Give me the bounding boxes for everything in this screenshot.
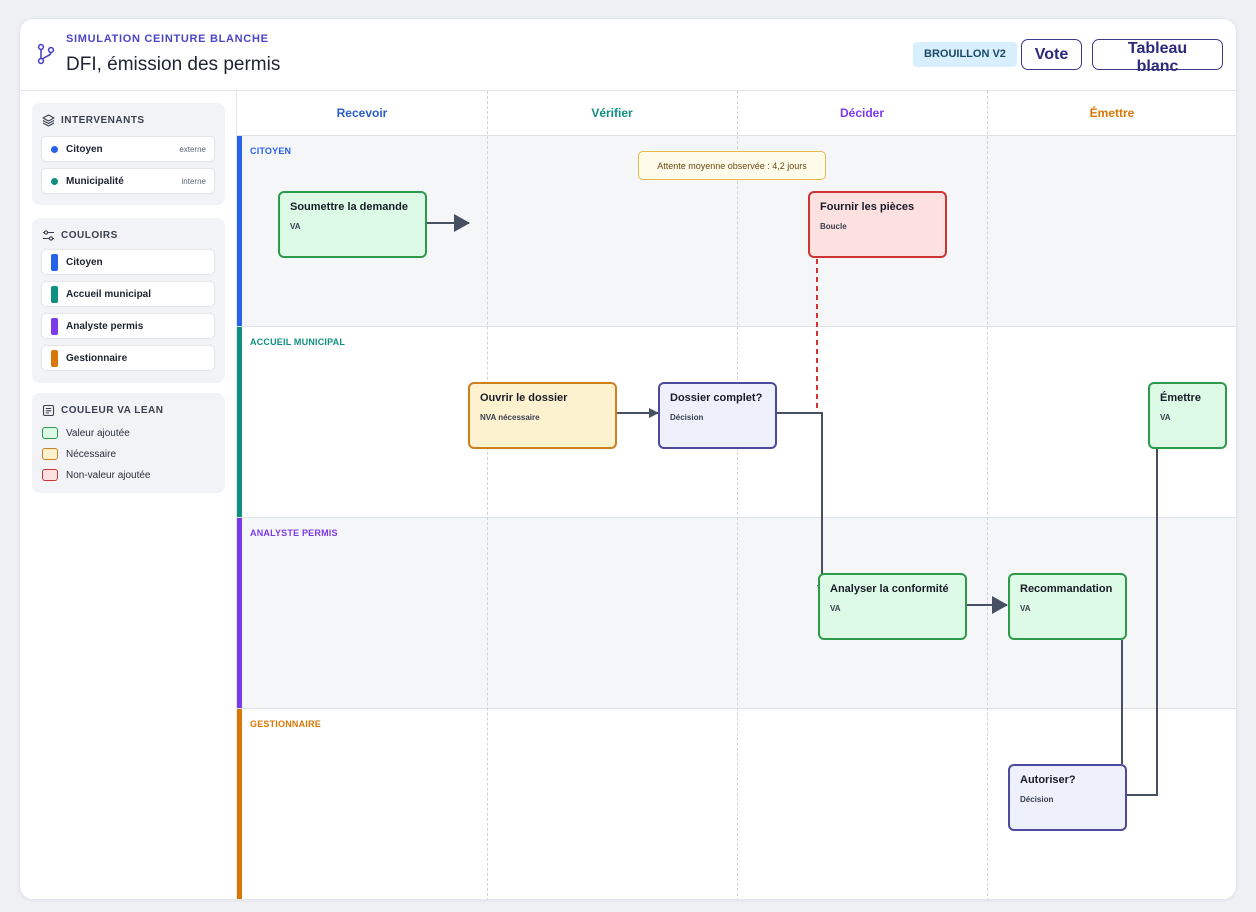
swimlane-canvas: Recevoir Vérifier Décider Émettre CITOYE… xyxy=(237,91,1236,899)
lane-label: ANALYSTE PERMIS xyxy=(250,528,338,538)
lane-swatch xyxy=(51,317,58,335)
column-header-emettre: Émettre xyxy=(1089,106,1135,120)
actor-item-citoyen[interactable]: Citoyen externe xyxy=(41,136,215,162)
actor-tag: externe xyxy=(179,144,206,154)
node-dossier-complet[interactable]: Dossier complet? Décision xyxy=(658,382,777,449)
node-analyser-conformite[interactable]: Analyser la conformité VA xyxy=(818,573,967,640)
node-title: Soumettre la demande xyxy=(290,201,408,213)
node-title: Autoriser? xyxy=(1020,774,1076,786)
node-autoriser[interactable]: Autoriser? Décision xyxy=(1008,764,1127,831)
node-subtitle: Décision xyxy=(670,413,704,422)
lane-item-citoyen[interactable]: Citoyen xyxy=(41,249,215,275)
sidebar: INTERVENANTS Citoyen externe Municipalit… xyxy=(20,91,237,899)
whiteboard-button[interactable]: Tableau blanc xyxy=(1092,39,1223,75)
lane-item-gestionnaire[interactable]: Gestionnaire xyxy=(41,345,215,371)
lane-swatch xyxy=(51,253,58,271)
lane-swatch xyxy=(51,285,58,303)
process-branch-icon xyxy=(37,43,55,65)
column-header-recevoir: Recevoir xyxy=(336,106,388,120)
legend-swatch xyxy=(42,448,58,460)
actor-tag: interne xyxy=(181,176,206,186)
node-title: Analyser la conformité xyxy=(830,583,949,595)
node-ouvrir-dossier[interactable]: Ouvrir le dossier NVA nécessaire xyxy=(468,382,617,449)
node-title: Recommandation xyxy=(1020,583,1113,595)
legend-swatch xyxy=(42,469,58,481)
legend-title: COULEUR VA LEAN xyxy=(42,403,164,417)
project-eyebrow: SIMULATION CEINTURE BLANCHE xyxy=(66,33,269,45)
node-subtitle: VA xyxy=(1160,413,1171,422)
legend-row-va: Valeur ajoutée xyxy=(42,427,130,439)
actor-dot xyxy=(51,177,58,185)
actor-dot xyxy=(51,145,58,153)
lane-bar xyxy=(237,518,242,708)
legend-row-nec: Nécessaire xyxy=(42,448,116,460)
header: SIMULATION CEINTURE BLANCHE DFI, émissio… xyxy=(20,19,1236,91)
column-divider xyxy=(987,91,988,899)
column-header-verifier: Vérifier xyxy=(591,106,633,120)
legend-row-nva: Non-valeur ajoutée xyxy=(42,469,151,481)
node-fournir-pieces[interactable]: Fournir les pièces Boucle xyxy=(808,191,947,258)
page-title: DFI, émission des permis xyxy=(66,54,281,75)
legend-panel: COULEUR VA LEAN Valeur ajoutée Nécessair… xyxy=(32,393,225,493)
actor-item-municipalite[interactable]: Municipalité interne xyxy=(41,168,215,194)
sliders-icon xyxy=(43,229,54,241)
vote-button[interactable]: Vote xyxy=(1021,39,1082,70)
lane-item-accueil[interactable]: Accueil municipal xyxy=(41,281,215,307)
lane-bar xyxy=(237,327,242,517)
node-soumettre-demande[interactable]: Soumettre la demande VA xyxy=(278,191,427,258)
node-recommandation[interactable]: Recommandation VA xyxy=(1008,573,1127,640)
layers-icon xyxy=(42,113,55,127)
node-subtitle: Décision xyxy=(1020,795,1054,804)
lane-label: ACCUEIL MUNICIPAL xyxy=(250,337,346,347)
column-header-decider: Décider xyxy=(839,106,885,120)
column-divider xyxy=(737,91,738,899)
lanes-panel: COULOIRS Citoyen Accueil municipal Analy… xyxy=(32,218,225,383)
lane-bar xyxy=(237,709,242,899)
node-subtitle: NVA nécessaire xyxy=(480,413,540,422)
node-title: Dossier complet? xyxy=(670,392,763,404)
node-subtitle: Boucle xyxy=(820,222,847,231)
node-title: Ouvrir le dossier xyxy=(480,392,568,404)
lane-item-analyste[interactable]: Analyste permis xyxy=(41,313,215,339)
lane-label: GESTIONNAIRE xyxy=(250,719,321,729)
note-icon xyxy=(42,404,55,416)
node-subtitle: VA xyxy=(830,604,841,613)
lane-swatch xyxy=(51,349,58,367)
wait-time-note: Attente moyenne observée : 4,2 jours xyxy=(638,151,826,180)
draft-badge: BROUILLON V2 xyxy=(913,42,1017,67)
node-emettre[interactable]: Émettre VA xyxy=(1148,382,1227,449)
lane-bar xyxy=(237,136,242,326)
node-title: Fournir les pièces xyxy=(820,201,915,213)
legend-swatch xyxy=(42,427,58,439)
column-divider xyxy=(487,91,488,899)
node-subtitle: VA xyxy=(1020,604,1031,613)
lane-label: CITOYEN xyxy=(250,146,292,156)
lanes-title: COULOIRS xyxy=(42,228,118,242)
node-subtitle: VA xyxy=(290,222,301,231)
app-window: SIMULATION CEINTURE BLANCHE DFI, émissio… xyxy=(19,18,1237,900)
actors-title: INTERVENANTS xyxy=(42,113,145,127)
node-title: Émettre xyxy=(1160,392,1201,404)
actors-panel: INTERVENANTS Citoyen externe Municipalit… xyxy=(32,103,225,205)
